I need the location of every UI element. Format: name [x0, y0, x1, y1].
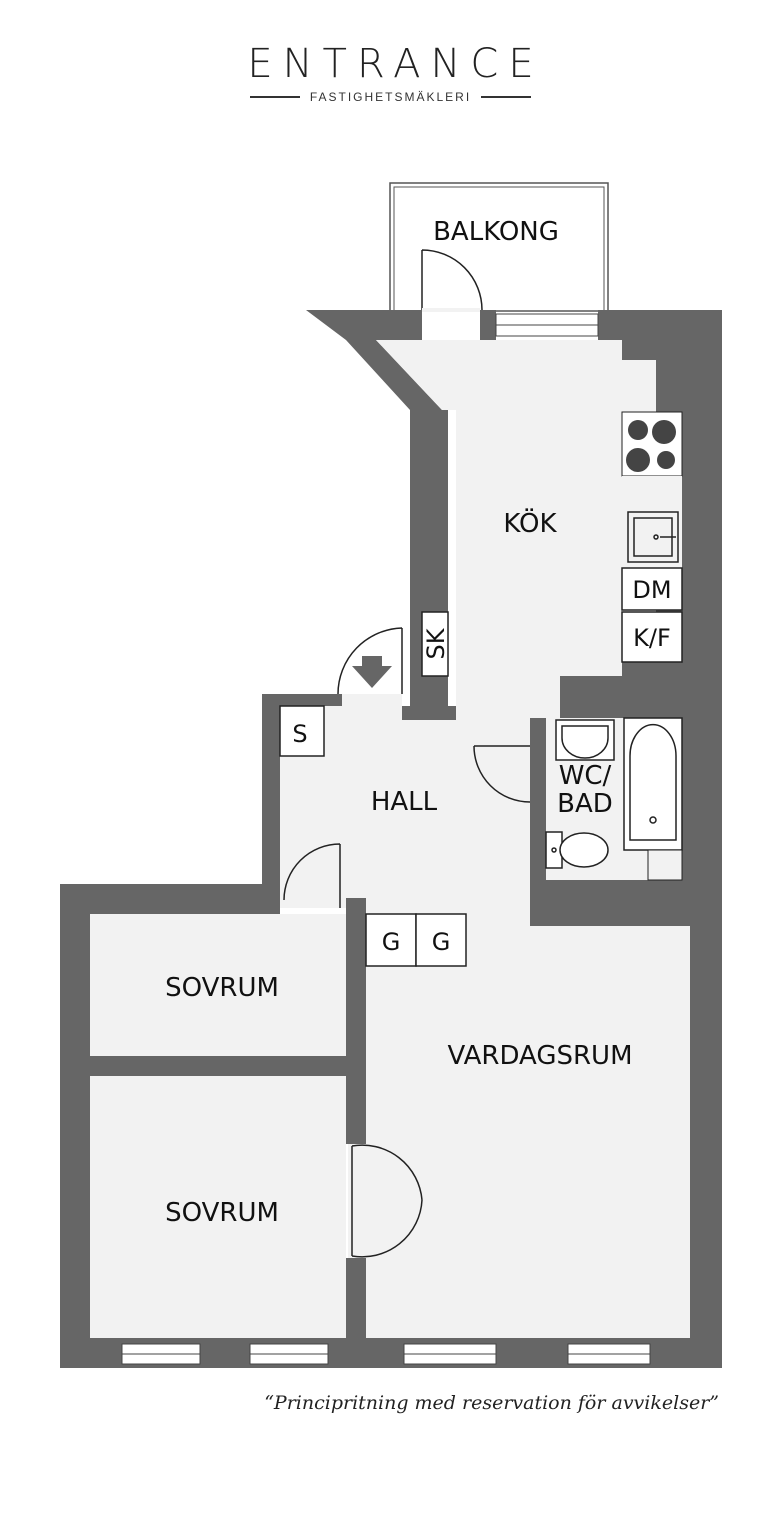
room-label-kok: KÖK [503, 507, 557, 539]
wardrobe-label: G [382, 928, 401, 956]
doors [283, 249, 531, 1258]
balcony [389, 182, 609, 312]
entrance-arrow-icon [352, 656, 392, 688]
wardrobe-label: G [432, 928, 451, 956]
dishwasher-label: DM [632, 576, 671, 604]
windows [121, 313, 651, 1365]
closet-s: S [279, 705, 325, 757]
brand-logo: ENTRANCE FASTIGHETSMÄKLERI [0, 40, 781, 104]
closet-s-label: S [292, 720, 307, 748]
dishwasher: DM [621, 567, 683, 611]
stove-icon [621, 411, 683, 477]
closet-sk-label: SK [422, 627, 450, 659]
bathroom-sink-icon [555, 719, 615, 761]
divider [481, 96, 532, 98]
room-label-sovrum: SOVRUM [165, 1198, 279, 1228]
closet-sk: SK [421, 611, 450, 677]
floors [90, 340, 690, 1338]
wardrobes: G G [365, 913, 467, 967]
room-label-wc: WC/ [559, 761, 612, 791]
room-label-hall: HALL [371, 787, 438, 817]
fridge-freezer: K/F [621, 611, 683, 663]
room-label-bad: BAD [557, 789, 613, 819]
toilet-icon [545, 831, 609, 869]
bathtub-icon [623, 717, 683, 851]
brand-name: ENTRANCE [247, 41, 544, 87]
disclaimer: “Principritning med reservation för avvi… [264, 1392, 719, 1414]
brand-subtitle-row: FASTIGHETSMÄKLERI [0, 90, 781, 104]
room-label-sovrum: SOVRUM [165, 973, 279, 1003]
brand-subtitle: FASTIGHETSMÄKLERI [309, 90, 472, 104]
tub-step [647, 849, 683, 881]
room-label-balkong: BALKONG [433, 217, 559, 247]
room-label-vardagsrum: VARDAGSRUM [447, 1041, 632, 1071]
fridge-freezer-label: K/F [633, 624, 671, 652]
divider [249, 96, 300, 98]
kitchen-sink-icon [622, 476, 682, 568]
